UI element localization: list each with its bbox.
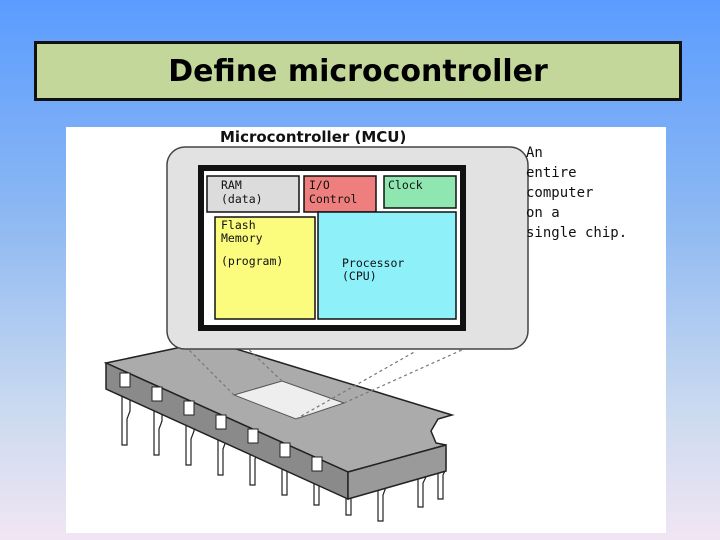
mcu-heading: Microcontroller (MCU)	[220, 128, 406, 146]
processor-label: Processor	[342, 256, 404, 270]
clock-label: Clock	[388, 178, 423, 192]
side-line-4: on a	[526, 205, 560, 221]
dip-chip	[103, 340, 455, 522]
side-line-5: single chip.	[526, 225, 627, 241]
projection-lines	[183, 344, 465, 420]
io-sublabel: Control	[309, 192, 357, 206]
flash-label: Flash	[221, 218, 256, 232]
title-box: Define microcontroller	[34, 41, 682, 101]
flash-sublabel: Memory	[221, 231, 263, 245]
processor-block	[317, 211, 457, 320]
ram-sublabel: (data)	[221, 192, 263, 206]
ram-block	[206, 175, 300, 213]
io-control-block	[303, 175, 377, 213]
slide-title: Define microcontroller	[168, 53, 548, 89]
ram-label: RAM	[221, 178, 242, 192]
side-line-2: entire	[526, 165, 577, 181]
flash-memory-block	[214, 216, 316, 320]
pin-stubs	[119, 372, 323, 472]
side-description: An entire computer on a single chip.	[526, 145, 627, 241]
clock-block	[383, 175, 457, 209]
side-line-1: An	[526, 145, 543, 161]
diagram-panel: Microcontroller (MCU) RAM (data) I/O Con…	[66, 127, 666, 533]
io-label: I/O	[309, 178, 330, 192]
mcu-diagram: Microcontroller (MCU) RAM (data) I/O Con…	[103, 128, 627, 522]
chip-right-face	[347, 444, 447, 500]
flash-program-label: (program)	[221, 254, 283, 268]
side-line-3: computer	[526, 185, 593, 201]
processor-sublabel: (CPU)	[342, 269, 377, 283]
